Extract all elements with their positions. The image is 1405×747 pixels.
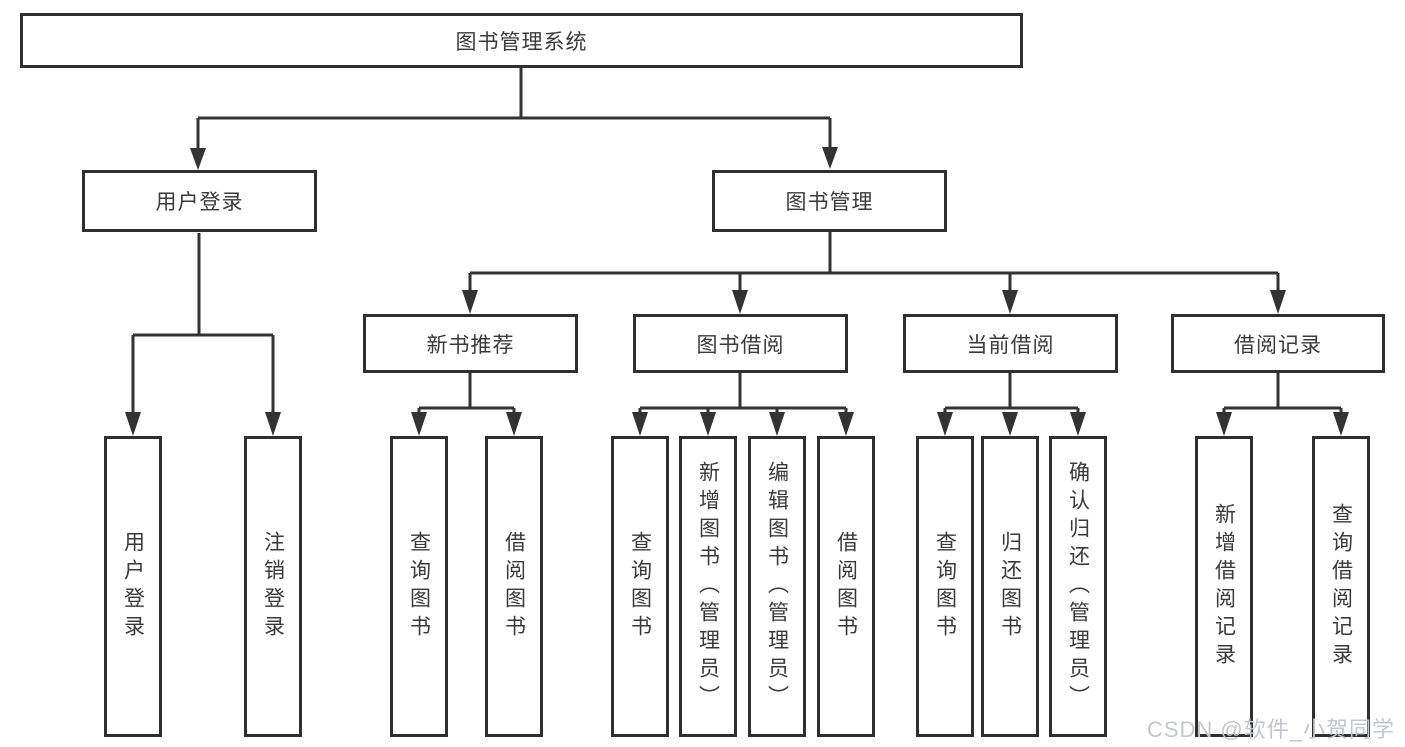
node-leaf-return-book: 归还图书 <box>981 436 1039 737</box>
connector-book-borrow <box>638 373 848 414</box>
node-leaf-query-book: 查询图书 <box>390 436 448 737</box>
node-label: 新增借阅记录 <box>1212 502 1236 671</box>
arrowhead <box>1002 290 1018 314</box>
node-new-book-recommend: 新书推荐 <box>363 314 578 373</box>
node-user-login: 用户登录 <box>82 170 317 232</box>
node-leaf-query-book: 查询图书 <box>611 436 669 737</box>
node-current-borrow: 当前借阅 <box>903 314 1118 373</box>
node-leaf-edit-book-admin: 编辑图书（管理员） <box>748 436 806 737</box>
connector-borrow-records <box>1222 373 1343 414</box>
node-leaf-confirm-return-admin: 确认归还（管理员） <box>1049 436 1107 737</box>
csdn-watermark: CSDN @软件_小贺同学 <box>1146 717 1395 742</box>
node-leaf-borrow-book: 借阅图书 <box>485 436 543 737</box>
arrowhead <box>838 412 854 436</box>
node-book-borrow: 图书借阅 <box>633 314 848 373</box>
node-label: 查询图书 <box>933 530 957 643</box>
node-label: 新书推荐 <box>426 333 515 357</box>
arrowhead <box>632 412 648 436</box>
arrowhead <box>411 412 427 436</box>
arrowhead <box>1002 412 1018 436</box>
node-label: 用户登录 <box>121 530 145 643</box>
arrowhead <box>732 290 748 314</box>
arrowhead <box>822 147 838 169</box>
arrowhead <box>937 412 953 436</box>
arrowhead <box>462 290 478 314</box>
node-label: 查询图书 <box>628 530 652 643</box>
node-leaf-logout: 注销登录 <box>244 436 302 737</box>
node-label: 当前借阅 <box>966 333 1055 357</box>
arrowhead <box>769 412 785 436</box>
node-book-management: 图书管理 <box>712 170 947 232</box>
arrowhead <box>190 148 206 170</box>
node-leaf-borrow-book: 借阅图书 <box>817 436 875 737</box>
arrowhead <box>1070 412 1086 436</box>
connector-current-borrow <box>943 373 1080 414</box>
arrowhead <box>506 412 522 436</box>
node-label: 借阅图书 <box>502 530 526 643</box>
connector-root <box>196 66 832 150</box>
node-leaf-add-book-admin: 新增图书（管理员） <box>679 436 737 737</box>
arrowhead <box>700 412 716 436</box>
node-leaf-query-book: 查询图书 <box>916 436 974 737</box>
node-label: 查询图书 <box>407 530 431 643</box>
node-label: 图书借阅 <box>696 333 785 357</box>
node-label: 归还图书 <box>998 530 1022 643</box>
arrowhead <box>265 412 281 436</box>
node-label: 查询借阅记录 <box>1329 502 1353 671</box>
node-leaf-query-borrow-record: 查询借阅记录 <box>1312 436 1370 737</box>
node-label: 注销登录 <box>261 530 285 643</box>
node-label: 编辑图书（管理员） <box>765 460 789 713</box>
arrowhead <box>1270 290 1286 314</box>
node-system-root: 图书管理系统 <box>20 13 1023 68</box>
connector-user-login <box>131 233 275 414</box>
node-label: 用户登录 <box>155 191 244 214</box>
node-label: 图书管理系统 <box>455 30 588 54</box>
connector-book-mgmt <box>468 232 1280 292</box>
node-label: 确认归还（管理员） <box>1066 460 1090 713</box>
arrowhead <box>1216 412 1232 436</box>
node-label: 借阅记录 <box>1234 333 1322 357</box>
node-label: 新增图书（管理员） <box>696 460 720 713</box>
arrowhead <box>125 412 141 436</box>
connector-new-book <box>417 373 516 414</box>
node-borrow-records: 借阅记录 <box>1171 314 1385 373</box>
arrowhead <box>1333 412 1349 436</box>
node-label: 借阅图书 <box>834 530 858 643</box>
node-leaf-user-login: 用户登录 <box>104 436 162 737</box>
node-leaf-add-borrow-record: 新增借阅记录 <box>1195 436 1253 737</box>
node-label: 图书管理 <box>785 191 874 214</box>
